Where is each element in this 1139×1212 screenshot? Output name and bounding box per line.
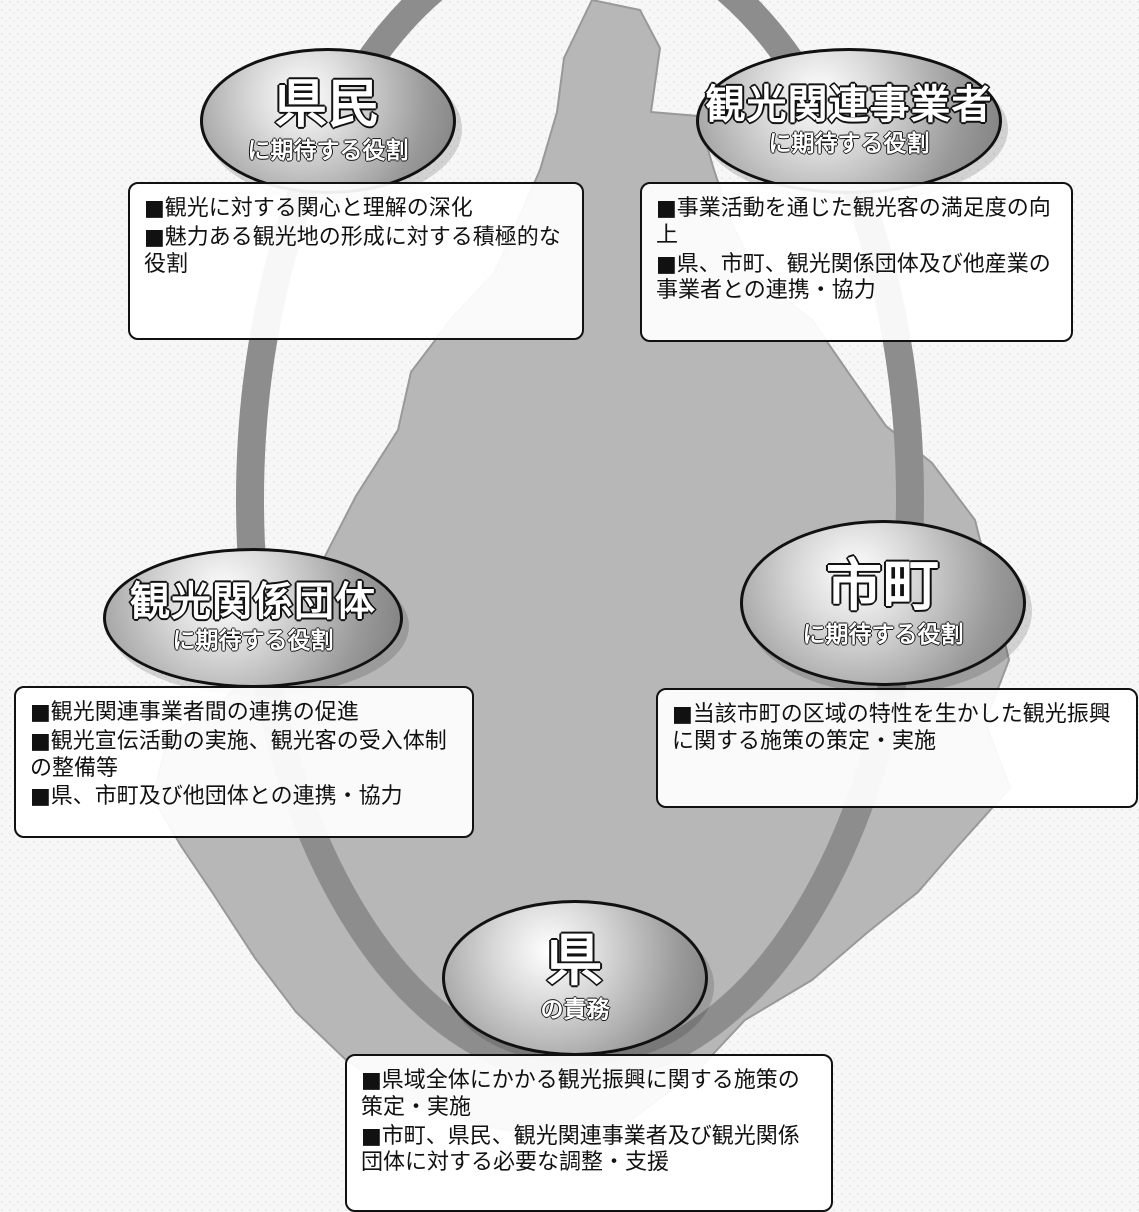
bullet-icon: ■ bbox=[30, 784, 51, 810]
list-item: ■県域全体にかかる観光振興に関する施策の策定・実施 bbox=[361, 1068, 800, 1120]
municipalities-subtitle: に期待する役割 bbox=[802, 621, 964, 648]
list-item: ■観光宣伝活動の実施、観光客の受入体制の整備等 bbox=[30, 728, 447, 781]
tourism-businesses-subtitle: に期待する役割 bbox=[768, 131, 930, 158]
list-item: ■魅力ある観光地の形成に対する積極的な役割 bbox=[144, 224, 561, 277]
bullet-icon: ■ bbox=[656, 251, 677, 277]
bullet-icon: ■ bbox=[672, 702, 693, 727]
prefectural-residents-subtitle: に期待する役割 bbox=[247, 137, 409, 164]
municipalities-title: 市町 bbox=[826, 553, 940, 619]
box-tourism-organizations: ■観光関連事業者間の連携の促進 ■観光宣伝活動の実施、観光客の受入体制の整備等 … bbox=[14, 686, 474, 838]
bullet-icon: ■ bbox=[144, 196, 165, 221]
list-item: ■県、市町、観光関係団体及び他産業の事業者との連携・協力 bbox=[656, 251, 1051, 304]
node-tourism-organizations: 観光関係団体 に期待する役割 bbox=[103, 548, 403, 688]
box-prefectural-residents: ■観光に対する関心と理解の深化 ■魅力ある観光地の形成に対する積極的な役割 bbox=[128, 182, 584, 340]
box-tourism-businesses: ■事業活動を通じた観光客の満足度の向上 ■県、市町、観光関係団体及び他産業の事業… bbox=[640, 182, 1073, 342]
bullet-icon: ■ bbox=[144, 224, 165, 250]
node-prefecture: 県 の責務 bbox=[442, 900, 708, 1056]
prefecture-title: 県 bbox=[546, 928, 604, 994]
prefecture-subtitle: の責務 bbox=[540, 996, 610, 1023]
box-prefecture: ■県域全体にかかる観光振興に関する施策の策定・実施 ■市町、県民、観光関連事業者… bbox=[345, 1054, 833, 1212]
tourism-organizations-title: 観光関係団体 bbox=[130, 579, 376, 626]
list-item: ■事業活動を通じた観光客の満足度の向上 bbox=[656, 196, 1051, 248]
prefectural-residents-title: 県民 bbox=[274, 75, 381, 136]
bullet-icon: ■ bbox=[30, 700, 51, 725]
tourism-organizations-subtitle: に期待する役割 bbox=[172, 628, 334, 655]
node-municipalities: 市町 に期待する役割 bbox=[740, 520, 1026, 686]
bullet-icon: ■ bbox=[361, 1068, 382, 1093]
list-item: ■市町、県民、観光関連事業者及び観光関係団体に対する必要な調整・支援 bbox=[361, 1123, 800, 1176]
list-item: ■観光関連事業者間の連携の促進 bbox=[30, 700, 359, 725]
node-tourism-businesses: 観光関連事業者 に期待する役割 bbox=[696, 48, 1002, 194]
tourism-businesses-title: 観光関連事業者 bbox=[705, 82, 993, 129]
bullet-icon: ■ bbox=[30, 728, 51, 754]
box-municipalities: ■当該市町の区域の特性を生かした観光振興に関する施策の策定・実施 bbox=[656, 688, 1138, 808]
bullet-icon: ■ bbox=[656, 196, 677, 221]
bullet-icon: ■ bbox=[361, 1123, 382, 1149]
list-item: ■当該市町の区域の特性を生かした観光振興に関する施策の策定・実施 bbox=[672, 702, 1111, 754]
list-item: ■県、市町及び他団体との連携・協力 bbox=[30, 784, 403, 810]
list-item: ■観光に対する関心と理解の深化 bbox=[144, 196, 473, 221]
node-prefectural-residents: 県民 に期待する役割 bbox=[200, 48, 456, 194]
